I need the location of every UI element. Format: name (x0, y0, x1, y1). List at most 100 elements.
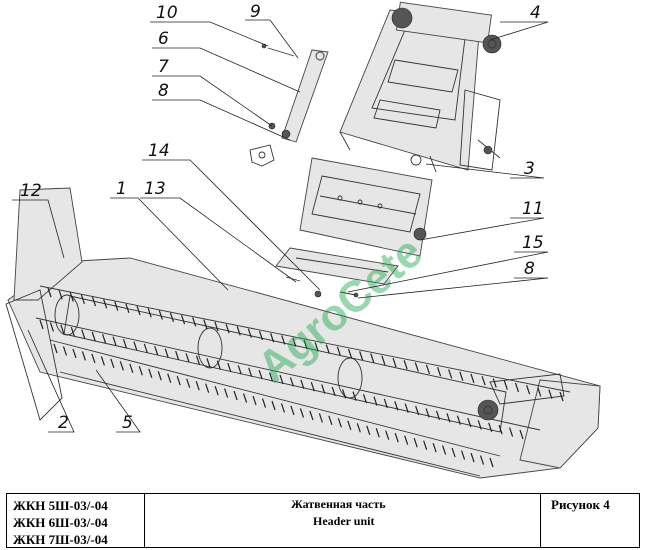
reel-tine (169, 312, 175, 323)
reel-tine (456, 415, 461, 425)
reel-tine (175, 350, 180, 361)
reel-tine (203, 319, 208, 329)
reel-tine (347, 420, 352, 431)
reel-tine (299, 408, 305, 418)
reel-tine (290, 405, 295, 416)
reel-tine (289, 377, 295, 387)
reel-tine (300, 379, 305, 389)
reel-tine (404, 435, 409, 445)
reel-tine (331, 386, 336, 397)
callout-labels: 10 9 4 6 7 8 14 3 12 1 13 11 15 8 2 5 (20, 2, 544, 433)
reel-tine (154, 346, 159, 356)
reel-tine (281, 335, 286, 345)
reel-tine (39, 319, 44, 330)
reel-tine (58, 290, 63, 300)
reel-tine (370, 353, 375, 363)
reel-tine (470, 452, 475, 463)
reel-tine (112, 336, 117, 346)
linkage-bar-part (249, 43, 329, 167)
callout-3: 3 (524, 159, 535, 179)
reel-tine (119, 361, 124, 371)
reel-tine (268, 372, 274, 382)
reel-tine (498, 425, 503, 435)
reel-tine (147, 308, 152, 318)
reel-tine (227, 362, 232, 373)
model-list: ЖКН 5Ш-03/-04 ЖКН 6Ш-03/-04 ЖКН 7Ш-03/-0… (7, 494, 145, 547)
reel-tine (459, 371, 464, 381)
model-line: ЖКН 5Ш-03/-04 (13, 498, 108, 513)
reel-tine (247, 328, 252, 338)
reel-tine (359, 351, 364, 361)
reel-tine (143, 343, 148, 354)
reel-tine (492, 378, 497, 388)
reel-tine (270, 333, 275, 343)
reel-tine (403, 360, 408, 370)
title-block: ЖКН 5Ш-03/-04 ЖКН 6Ш-03/-04 ЖКН 7Ш-03/-0… (6, 493, 640, 548)
reel-tine (214, 385, 219, 396)
reel-tine (258, 330, 264, 341)
reel-tine (192, 317, 197, 327)
callout-15: 15 (522, 233, 544, 253)
reel-tine (366, 425, 371, 435)
callout-14: 14 (148, 141, 170, 161)
tine-row (53, 343, 494, 468)
callout-9: 9 (250, 2, 261, 22)
reel-tine (49, 322, 55, 332)
reel-tine (280, 403, 286, 413)
reel-tine (436, 366, 442, 377)
drawing-title-cell: Жатвенная часть Header unit (145, 494, 541, 547)
reel-tine (102, 334, 107, 344)
reel-tine (514, 382, 520, 393)
callout-1: 1 (116, 179, 127, 199)
reel-tine (206, 358, 211, 368)
callout-5: 5 (122, 413, 133, 433)
callout-12: 12 (20, 181, 42, 201)
reel-tine (392, 357, 397, 368)
callout-4: 4 (530, 3, 541, 23)
reel-tine (138, 366, 143, 376)
reel-tine (261, 398, 267, 408)
reel-tine (100, 356, 105, 366)
reel-tine (375, 428, 380, 438)
reel-tine (252, 395, 257, 406)
reel-tine (237, 365, 242, 375)
reel-tine (62, 346, 68, 356)
reel-tine (164, 348, 169, 358)
reel-tine (214, 321, 219, 332)
header-unit-part (5, 187, 601, 479)
reel-tine (488, 422, 493, 433)
reel-tine (180, 314, 186, 325)
feeder-frame-part (339, 1, 502, 173)
tine-row (39, 319, 524, 440)
reel-tine (103, 299, 108, 309)
drawing-title-ru: Жатвенная часть (291, 497, 386, 511)
reel-tine (467, 417, 472, 428)
reel-tine (72, 348, 77, 359)
reel-tine (148, 368, 153, 378)
reel-tine (303, 339, 308, 350)
reel-tine (310, 381, 315, 392)
reel-tine (425, 408, 430, 418)
model-line: ЖКН 6Ш-03/-04 (13, 515, 108, 530)
reel-tine (481, 375, 486, 386)
bottom-plate-part (275, 247, 399, 285)
reel-tine (125, 303, 130, 314)
reel-tine (479, 455, 485, 465)
callout-8: 8 (158, 81, 169, 101)
reel-tine (258, 370, 263, 380)
reel-tine (216, 360, 221, 370)
figure-label-cell: Рисунок 4 (541, 494, 639, 547)
callout-11: 11 (522, 199, 544, 219)
reel-tine (321, 384, 326, 394)
reel-tine (356, 423, 361, 433)
drawing-title-en: Header unit (313, 514, 375, 528)
reel-tine (325, 344, 330, 354)
reel-tine (81, 329, 86, 339)
callout-13: 13 (144, 179, 166, 199)
reel-tine (53, 343, 58, 354)
reel-tine (470, 373, 475, 384)
reel-tine (448, 369, 453, 379)
reel-tine (205, 383, 210, 393)
reel-tine (47, 287, 52, 298)
reel-tine (167, 373, 172, 383)
